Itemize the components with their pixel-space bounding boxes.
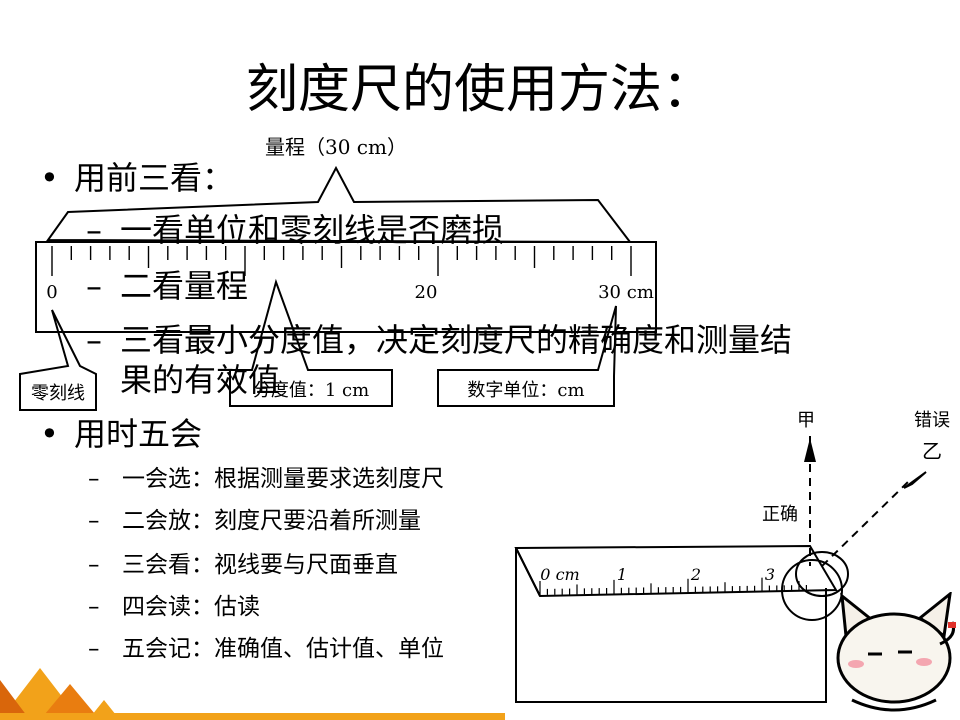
range-label: 量程（30 cm）	[265, 135, 407, 159]
ruler-ticks	[51, 246, 632, 276]
zero-callout	[19, 309, 97, 411]
division-callout	[229, 278, 393, 407]
cartoon-cat-icon	[836, 592, 956, 712]
tick-label-20: 20	[415, 282, 438, 303]
list-item: –二会放：刻度尺要沿着所测量	[88, 508, 421, 534]
zero-line-label: 零刻线	[31, 383, 85, 404]
label-correct: 正确	[762, 504, 798, 525]
list-item: –一看单位和零刻线是否磨损	[86, 211, 505, 249]
eye-jia-icon	[804, 438, 816, 462]
dash-icon: –	[88, 552, 100, 578]
tick-label-3: 3	[765, 565, 775, 584]
label-yi: 乙	[922, 439, 942, 463]
corner-decoration	[0, 668, 120, 720]
five-rules-list: –一会选：根据测量要求选刻度尺 –二会放：刻度尺要沿着所测量 –三会看：视线要与…	[88, 464, 502, 674]
focus-circle-upper	[795, 551, 849, 597]
eye-yi-icon	[903, 471, 927, 489]
tick-label-0: 0	[46, 282, 57, 303]
ruler-body	[35, 241, 657, 333]
label-wrong: 错误	[914, 410, 950, 431]
bullet-dot-icon: •	[40, 159, 59, 197]
bullet-before-use: •用前三看：	[40, 159, 235, 197]
list-item: –四会读：估读	[88, 594, 260, 620]
list-item: –二看量程	[86, 267, 249, 305]
list-item: –三会看：视线要与尺面垂直	[88, 552, 398, 578]
ruler-range-diagram: 量程（30 cm） 0 20 30 cm 零刻线 分度值：1 cm 数字单位：c…	[19, 135, 657, 411]
range-callout-bubble	[46, 165, 633, 244]
list-item: –五会记：准确值、估计值、单位	[88, 636, 444, 662]
measured-block	[515, 548, 827, 703]
list-item: –三看最小分度值，决定刻度尺的精确度和测量结	[86, 321, 793, 359]
dash-icon: –	[88, 508, 100, 534]
unit-callout	[437, 305, 617, 407]
tick-label-1: 1	[617, 565, 627, 584]
dash-icon: –	[86, 211, 102, 249]
dash-icon: –	[88, 466, 100, 492]
dash-icon: –	[88, 636, 100, 662]
bullet-during-use: •用时五会	[40, 415, 203, 453]
division-label: 分度值：1 cm	[253, 380, 369, 401]
bullet-dot-icon: •	[40, 415, 59, 453]
dash-icon: –	[86, 321, 102, 359]
dash-icon: –	[86, 267, 102, 305]
ruler-face	[514, 544, 838, 598]
ruler-reading-diagram: 甲 错误 乙 正确 0 cm 1 2 3	[514, 410, 950, 703]
tick-label-30: 30 cm	[598, 282, 654, 303]
label-jia: 甲	[797, 410, 815, 431]
dash-icon: –	[88, 594, 100, 620]
page-title: 刻度尺的使用方法：	[245, 60, 714, 120]
ruler-ticks	[539, 577, 807, 595]
sight-line-wrong	[821, 479, 911, 567]
focus-circle-lower	[781, 559, 843, 621]
list-item-continued: 果的有效值	[120, 361, 281, 399]
tick-label-0cm: 0 cm	[540, 565, 579, 584]
tick-label-2: 2	[690, 565, 701, 584]
unit-label: 数字单位：cm	[467, 380, 584, 401]
accent-bar	[0, 713, 505, 720]
list-item: –一会选：根据测量要求选刻度尺	[88, 466, 444, 492]
